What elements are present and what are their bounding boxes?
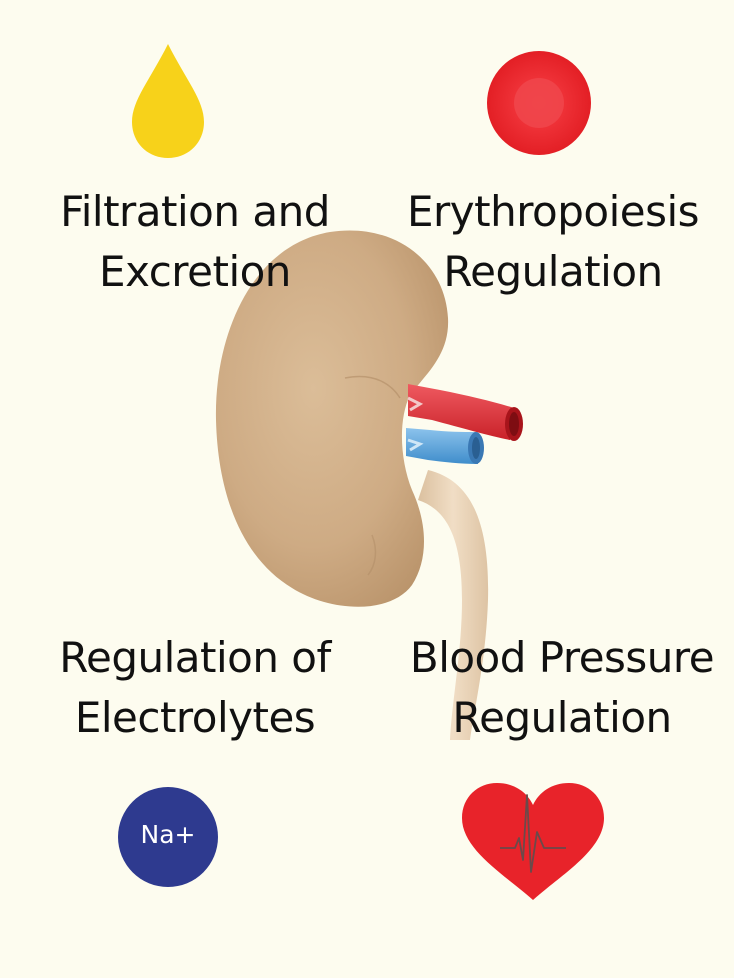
ureter bbox=[418, 470, 489, 740]
kidney bbox=[215, 230, 449, 607]
label-filtration-excretion: Filtration and Excretion bbox=[40, 182, 350, 302]
renal-vein bbox=[406, 428, 484, 464]
label-line-1: Filtration and bbox=[60, 187, 330, 236]
label-regulation-electrolytes: Regulation of Electrolytes bbox=[40, 628, 350, 748]
label-blood-pressure-regulation: Blood Pressure Regulation bbox=[392, 628, 732, 748]
label-line-2: Regulation bbox=[452, 693, 672, 742]
label-line-1: Blood Pressure bbox=[409, 633, 715, 682]
water-drop-icon bbox=[132, 44, 204, 158]
sodium-ion-label: Na+ bbox=[140, 820, 196, 849]
renal-artery bbox=[407, 384, 523, 441]
kidney-shading-lower bbox=[367, 534, 377, 576]
label-line-1: Regulation of bbox=[59, 633, 331, 682]
label-line-2: Electrolytes bbox=[74, 693, 316, 742]
sodium-ion-icon bbox=[118, 787, 218, 887]
heart-ecg-icon bbox=[462, 783, 604, 900]
red-blood-cell-icon bbox=[487, 51, 591, 155]
label-erythropoiesis-regulation: Erythropoiesis Regulation bbox=[388, 182, 718, 302]
label-line-2: Regulation bbox=[443, 247, 663, 296]
label-line-2: Excretion bbox=[99, 247, 291, 296]
kidney-shading bbox=[344, 375, 401, 399]
label-line-1: Erythropoiesis bbox=[406, 187, 700, 236]
